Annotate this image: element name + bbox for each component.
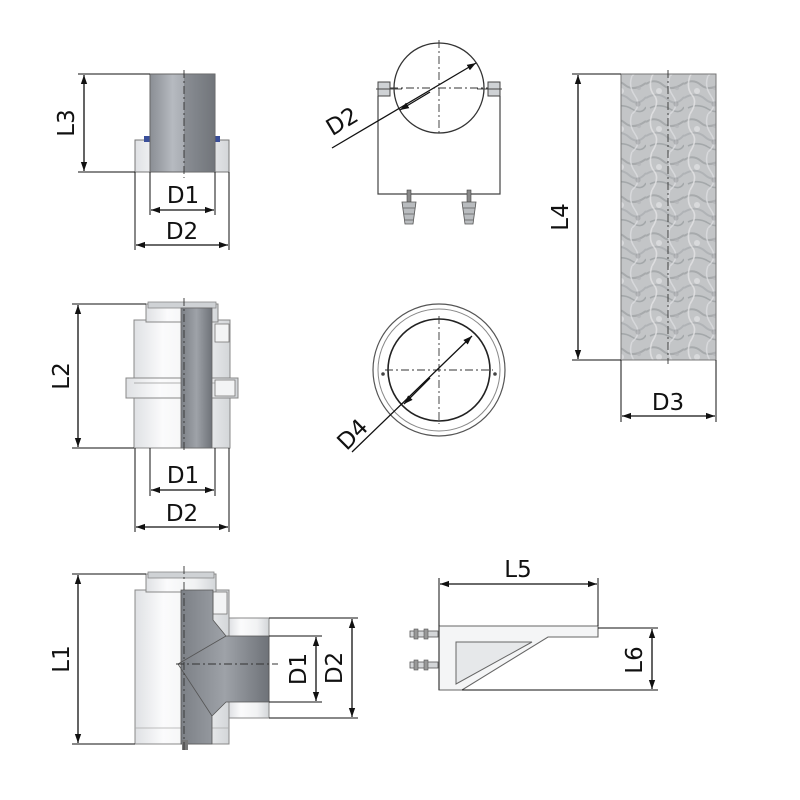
- label-l4: L4: [548, 203, 574, 230]
- label-l3: L3: [54, 109, 80, 136]
- insulation-sleeve: L4 D3: [548, 70, 717, 422]
- support-bracket: L5 L6: [409, 557, 658, 691]
- bracket-pin-bottom: [409, 659, 439, 671]
- bracket-frame: [377, 96, 501, 195]
- label-d1: D1: [286, 653, 312, 685]
- adapter-top-rim: [147, 301, 217, 309]
- tee-fitting: L1 D1 D2: [49, 566, 358, 752]
- adapter-inner-pipe: [180, 307, 213, 449]
- dimension-line-d4: [351, 335, 473, 453]
- dimension-arrow-inner: [403, 377, 431, 405]
- pipe-section-shade: [184, 74, 215, 172]
- label-d1: D1: [167, 183, 199, 209]
- label-l6: L6: [622, 646, 648, 673]
- bracket-cutout: [455, 641, 533, 685]
- adapter-clip-mid: [214, 379, 236, 397]
- label-d4: D4: [332, 414, 373, 455]
- wall-bracket-clamp: D2: [322, 40, 502, 225]
- label-d2: D2: [166, 501, 198, 527]
- tee-clip: [212, 591, 228, 615]
- label-l5: L5: [504, 557, 531, 583]
- label-d3: D3: [652, 390, 684, 416]
- foil-sleeve: [620, 73, 717, 361]
- label-d1: D1: [167, 463, 199, 489]
- wall-plug-left: [401, 189, 417, 225]
- label-d2: D2: [166, 219, 198, 245]
- dimension-arrow-inner: [399, 91, 431, 111]
- pipe-with-socket: L3 D1 D2: [54, 70, 230, 250]
- ring-clamp: D4: [332, 303, 506, 456]
- label-d2: D2: [322, 103, 363, 142]
- wall-plug-right: [461, 189, 477, 225]
- ring-rivet: [381, 372, 385, 376]
- label-d2: D2: [322, 652, 348, 684]
- adapter-clip-top: [214, 323, 230, 343]
- bracket-pin-top: [409, 628, 439, 640]
- label-l1: L1: [49, 645, 75, 672]
- tee-drain-plug: [182, 740, 188, 750]
- adapter-fitting: L2 D1 D2: [49, 298, 239, 532]
- label-l2: L2: [49, 362, 75, 389]
- ring-rivet: [493, 372, 497, 376]
